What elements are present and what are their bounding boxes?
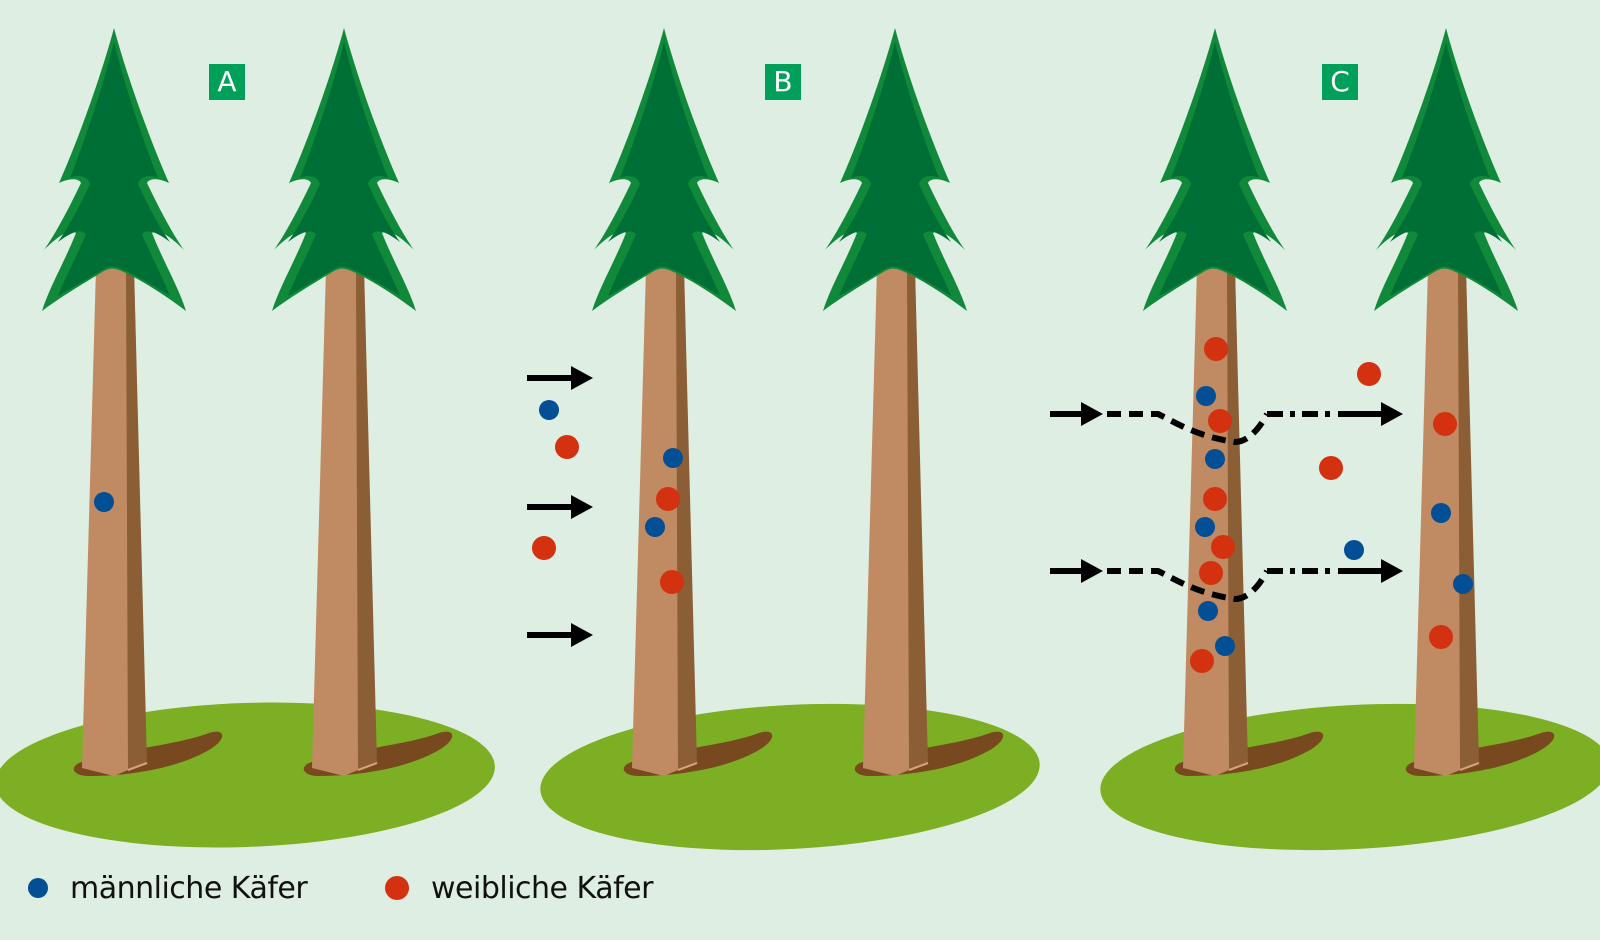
male-beetle-dot (1215, 636, 1235, 656)
male-beetle-dot (1453, 574, 1473, 594)
spruce-tree-icon (1142, 27, 1325, 777)
female-beetle-dot (1429, 625, 1453, 649)
male-beetle-dot (1344, 540, 1364, 560)
male-beetle-dot (645, 517, 665, 537)
female-beetle-dot (1208, 409, 1232, 433)
female-beetle-dot (532, 536, 556, 560)
ground-patch (0, 702, 495, 848)
ground-patch (540, 703, 1040, 851)
panel-label-c: C (1322, 64, 1358, 100)
male-beetle-dot (1198, 601, 1218, 621)
arrow-icon (527, 366, 593, 390)
female-beetle-dot (1357, 362, 1381, 386)
female-beetle-dot (660, 570, 684, 594)
female-beetle-dot (1319, 456, 1343, 480)
male-beetle-dot (1195, 517, 1215, 537)
female-beetle-dot (1211, 535, 1235, 559)
spruce-tree-icon (1373, 27, 1556, 777)
male-beetle-dot (1196, 386, 1216, 406)
male-beetle-dot-icon (28, 878, 48, 898)
panel-label-a: A (209, 64, 245, 100)
male-beetle-dot (539, 400, 559, 420)
female-beetle-dot (1190, 649, 1214, 673)
legend-male: männliche Käfer (28, 868, 308, 908)
diverted-flight-path (1107, 411, 1335, 446)
panel-label-b: B (765, 64, 801, 100)
diverted-flight-path (1107, 568, 1335, 603)
legend-female-label: weibliche Käfer (431, 870, 653, 906)
arrow-icon (1050, 402, 1103, 426)
female-beetle-dot (1199, 561, 1223, 585)
arrow-icon (1338, 559, 1403, 583)
female-beetle-dot (1203, 487, 1227, 511)
spruce-tree-icon (41, 27, 224, 777)
male-beetle-dot (663, 448, 683, 468)
arrow-icon (527, 623, 593, 647)
legend-male-label: männliche Käfer (70, 870, 308, 906)
arrow-icon (1050, 559, 1103, 583)
spruce-tree-icon (271, 27, 454, 777)
female-beetle-dot (1433, 412, 1457, 436)
female-beetle-dot (656, 487, 680, 511)
female-beetle-dot (555, 435, 579, 459)
female-beetle-dot-icon (385, 876, 409, 900)
arrow-icon (527, 495, 593, 519)
female-beetle-dot (1204, 337, 1228, 361)
arrow-icon (1338, 402, 1403, 426)
legend-female: weibliche Käfer (385, 868, 653, 908)
male-beetle-dot (94, 492, 114, 512)
male-beetle-dot (1431, 503, 1451, 523)
spruce-tree-icon (822, 27, 1005, 777)
ground-patch (1100, 703, 1600, 851)
male-beetle-dot (1205, 449, 1225, 469)
spruce-tree-icon (591, 27, 774, 777)
